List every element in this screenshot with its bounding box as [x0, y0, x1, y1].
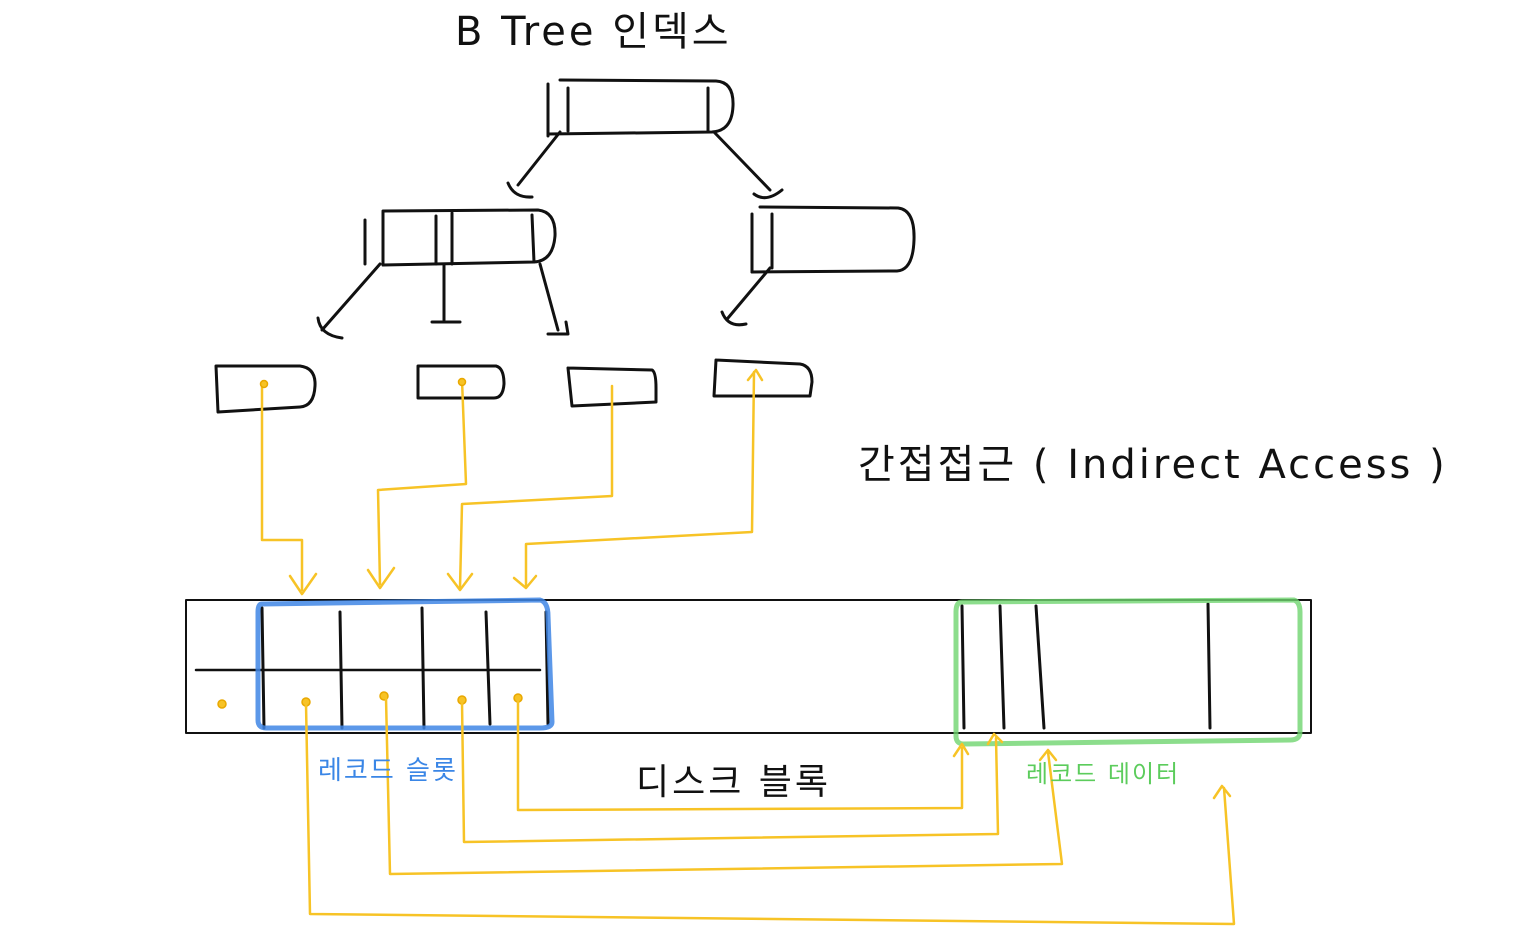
slot-to-data-pointers — [304, 696, 1236, 926]
root-node — [546, 78, 735, 138]
internal-node-left — [363, 208, 557, 267]
indirect-access-label: 간접접근 ( Indirect Access ) — [858, 442, 1448, 488]
leaf-node-2 — [416, 364, 506, 400]
root-to-internal-arrows — [506, 130, 784, 200]
record-data-label: 레코드 데이터 — [1026, 760, 1181, 788]
disk-block — [185, 599, 1312, 734]
internal-node-right — [750, 205, 916, 274]
record-data-highlight — [953, 597, 1303, 747]
disk-block-label: 디스크 블록 — [636, 762, 832, 803]
diagram-title: B Tree 인덱스 — [455, 9, 732, 55]
leaf-node-3 — [566, 366, 658, 408]
record-slot-label: 레코드 슬롯 — [318, 756, 458, 786]
record-slot-highlight — [255, 597, 555, 731]
leaf-to-slot-pointers — [260, 368, 764, 596]
leaf-node-1 — [214, 364, 317, 414]
leaf-nodes — [214, 358, 814, 414]
internal-to-leaf-arrows — [316, 262, 772, 340]
leaf-node-4 — [712, 358, 814, 398]
